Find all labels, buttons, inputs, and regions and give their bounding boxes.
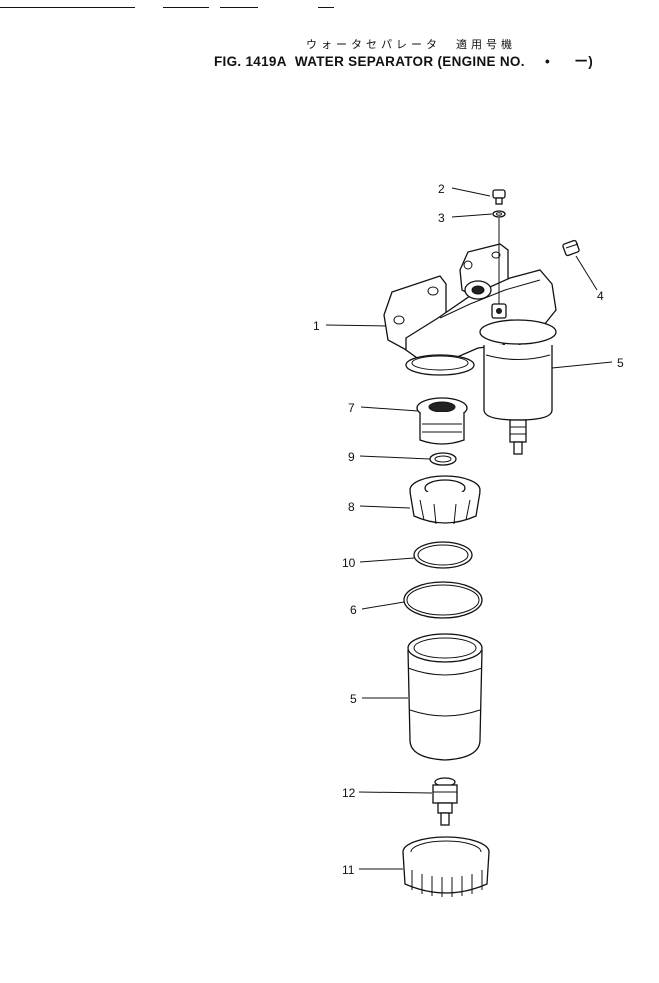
callout-9: 9 — [348, 450, 355, 464]
part-3-washer — [492, 210, 506, 218]
japanese-title: ウォータセパレータ 適用号機 — [306, 38, 516, 51]
header-rule-4 — [318, 7, 334, 8]
callout-5-lower: 5 — [350, 692, 357, 706]
callout-6: 6 — [350, 603, 357, 617]
fig-name: WATER SEPARATOR — [294, 54, 434, 69]
engine-end: ー) — [574, 54, 593, 69]
callout-2: 2 — [438, 182, 445, 196]
part-10-oring — [413, 541, 473, 569]
callout-3: 3 — [438, 211, 445, 225]
callout-8: 8 — [348, 500, 355, 514]
callout-10: 10 — [342, 556, 356, 570]
engine-bullet: • — [545, 54, 551, 69]
engine-label: (ENGINE NO. — [437, 54, 525, 69]
fig-number: FIG. 1419A — [214, 54, 287, 69]
part-11-ring-nut — [402, 836, 490, 897]
callout-11: 11 — [342, 863, 355, 877]
part-12-drain-plug — [432, 777, 458, 826]
part-4-plug — [562, 239, 580, 257]
callout-12: 12 — [342, 786, 356, 800]
callout-4: 4 — [597, 289, 604, 303]
part-2-screw — [492, 189, 506, 205]
part-9-oring — [429, 452, 457, 466]
header-rule-1 — [0, 7, 135, 8]
part-8-element-holder — [409, 475, 481, 525]
callout-5-upper: 5 — [617, 356, 624, 370]
leader-lines — [325, 187, 613, 870]
figure-title: FIG. 1419A WATER SEPARATOR (ENGINE NO. •… — [214, 50, 593, 70]
header-rule-3 — [220, 7, 258, 8]
part-7-element-cap — [416, 397, 468, 445]
filter-head-assembly — [383, 243, 557, 455]
part-5-bowl — [407, 633, 483, 761]
part-6-oring — [403, 581, 483, 619]
callout-1: 1 — [313, 319, 320, 333]
callout-7: 7 — [348, 401, 355, 415]
header-rule-2 — [163, 7, 209, 8]
